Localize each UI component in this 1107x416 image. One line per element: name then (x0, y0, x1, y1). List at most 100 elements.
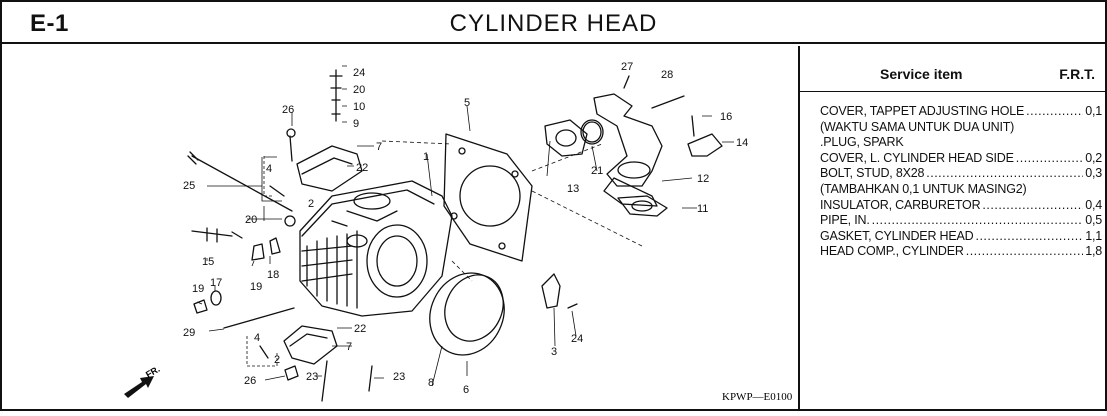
intake-pipe-part (593, 93, 663, 207)
leader-dots (982, 198, 1083, 214)
spark-plug-part (191, 227, 243, 243)
callout-19b: 19 (192, 283, 204, 295)
service-item-label: (WAKTU SAMA UNTUK DUA UNIT) (820, 119, 1015, 134)
callout-19: 19 (250, 281, 262, 293)
fr-label: FR. (144, 364, 162, 380)
page-header: E-1 CYLINDER HEAD (2, 2, 1105, 44)
service-item-list: COVER, TAPPET ADJUSTING HOLE0,1(WAKTU SA… (820, 104, 1102, 260)
stud-bolts (321, 360, 373, 402)
callout-4b: 4 (254, 332, 260, 344)
callout-8: 8 (428, 377, 434, 389)
service-item-row: .PLUG, SPARK (820, 135, 1102, 151)
frt-value: 1,1 (1085, 228, 1102, 243)
callout-23b: 23 (393, 371, 405, 383)
callout-2b: 2 (274, 354, 280, 366)
callout-10: 10 (353, 101, 365, 113)
frt-value: 0,1 (1085, 104, 1102, 118)
service-item-row: COVER, L. CYLINDER HEAD SIDE 0,2 (820, 151, 1102, 167)
leader-dots (966, 244, 1084, 260)
service-item-label: HEAD COMP., CYLINDER (820, 244, 964, 259)
bolt-25 (191, 155, 293, 212)
callout-4: 4 (266, 163, 272, 175)
frt-value: 0,5 (1085, 213, 1102, 228)
seal-18 (269, 237, 281, 255)
callout-28: 28 (661, 69, 673, 81)
service-item-row: GASKET, CYLINDER HEAD 1,1 (820, 229, 1102, 245)
service-item-label: COVER, L. CYLINDER HEAD SIDE (820, 150, 1014, 165)
bolt-24-lower (567, 303, 578, 309)
service-item-row: HEAD COMP., CYLINDER1,8 (820, 244, 1102, 260)
service-item-row: PIPE, IN.0,5 (820, 213, 1102, 229)
callout-7: 7 (376, 141, 382, 153)
callout-7b: 7 (346, 341, 352, 353)
page-title: CYLINDER HEAD (449, 10, 658, 37)
callout-22: 22 (356, 162, 368, 174)
callout-20b: 20 (245, 214, 257, 226)
callout-6: 6 (463, 384, 469, 396)
cylinder-head-part (299, 180, 453, 317)
callout-15: 15 (202, 256, 214, 268)
leader-lines (196, 65, 734, 387)
bolt-4 (259, 185, 285, 359)
valve-adjuster-stack (329, 69, 343, 122)
service-item-label: INSULATOR, CARBURETOR (820, 197, 981, 212)
frt-value: 0,3 (1085, 166, 1102, 181)
callout-27: 27 (621, 61, 633, 73)
callout-17: 17 (210, 277, 222, 289)
frt-value: 0,2 (1085, 150, 1102, 165)
callout-2: 2 (308, 198, 314, 210)
intake-gasket-part (617, 195, 668, 217)
washer-17 (210, 290, 222, 306)
callout-13: 12 (697, 173, 709, 185)
callout-20: 20 (353, 84, 365, 96)
service-item-label: BOLT, STUD, 8X28 (820, 166, 925, 181)
service-item-label: .PLUG, SPARK (820, 135, 904, 150)
callout-24: 24 (353, 67, 365, 79)
service-item-row: COVER, TAPPET ADJUSTING HOLE0,1 (820, 104, 1102, 120)
bolt-28 (651, 95, 685, 109)
callout-9: 9 (353, 118, 359, 130)
bolt-29 (223, 307, 295, 329)
callout-23: 23 (306, 371, 318, 383)
bolt-26 (289, 135, 293, 162)
leader-dots (926, 166, 1083, 182)
washer-20 (284, 215, 296, 227)
bolt-27 (623, 75, 630, 89)
nut-19-lower (193, 299, 208, 314)
callout-29: 29 (183, 327, 195, 339)
frt-value: 0,4 (1085, 197, 1102, 212)
callout-26: 26 (282, 104, 294, 116)
service-panel-header: Service item F.R.T. (800, 46, 1107, 92)
callout-11: 11 (697, 203, 708, 215)
callout-3: 3 (551, 346, 557, 358)
tappet-cover-upper (296, 145, 363, 192)
leader-dots (975, 229, 1083, 245)
head-gasket-part (443, 133, 533, 262)
exploded-parts-diagram: 24 20 10 9 26 7 22 1 5 4 2 25 20 15 18 1… (2, 46, 798, 411)
service-item-heading: Service item (880, 66, 963, 82)
callout-26b: 26 (244, 375, 256, 387)
frt-heading: F.R.T. (1059, 66, 1095, 82)
nut-19 (251, 243, 265, 261)
o-ring-21 (580, 119, 604, 145)
tappet-cover-lower (283, 325, 338, 365)
bracket-part (541, 273, 561, 309)
service-item-label: GASKET, CYLINDER HEAD (820, 228, 974, 243)
service-item-row: (WAKTU SAMA UNTUK DUA UNIT) (820, 120, 1102, 136)
service-item-row: BOLT, STUD, 8X28 0,3 (820, 166, 1102, 182)
callout-25: 25 (183, 180, 195, 192)
service-panel: Service item F.R.T. COVER, TAPPET ADJUST… (798, 46, 1107, 411)
bolt-26-lower (284, 365, 299, 381)
bolt-16 (691, 115, 695, 137)
section-code: E-1 (30, 10, 69, 37)
diagram-caption: KPWP—E0100 (722, 391, 793, 403)
callout-24b: 24 (571, 333, 583, 345)
diagram-svg: 24 20 10 9 26 7 22 1 5 4 2 25 20 15 18 1… (124, 61, 793, 403)
clamp-part (687, 133, 723, 157)
side-cover-part (429, 272, 505, 356)
callout-18: 18 (267, 269, 279, 281)
service-item-label: (TAMBAHKAN 0,1 UNTUK MASING2) (820, 181, 1027, 196)
callout-5: 5 (464, 97, 470, 109)
callout-1: 1 (423, 151, 429, 163)
